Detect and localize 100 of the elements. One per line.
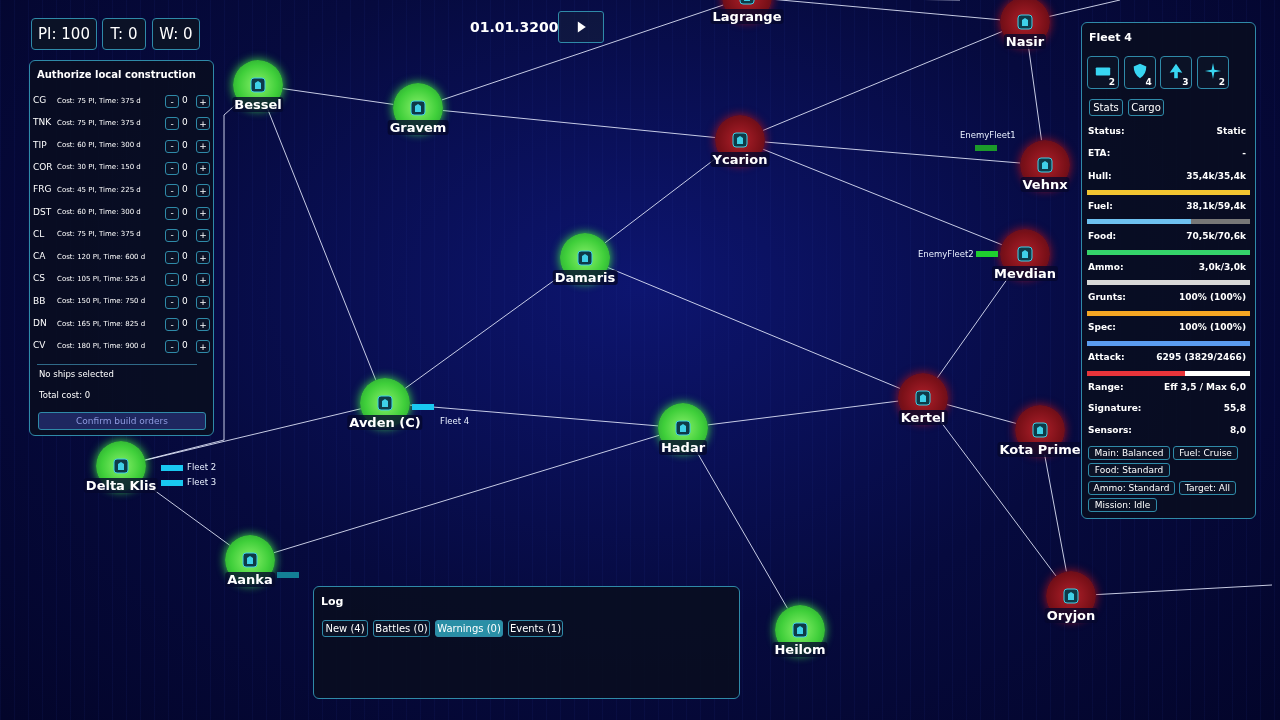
stat-name: Fuel:	[1088, 201, 1113, 211]
stat-value: 100% (100%)	[1179, 292, 1246, 302]
system-name: Oryjon	[1044, 608, 1098, 623]
stat-value: 35,4k/35,4k	[1186, 171, 1246, 181]
stat-value: 3,0k/3,0k	[1198, 262, 1246, 272]
date-text: 01.01.3200	[470, 19, 559, 35]
hyperlane-line	[762, 148, 1003, 246]
stat-name: ETA:	[1088, 148, 1111, 158]
ship-class-code: DST	[33, 206, 52, 217]
ship-class-code: CV	[33, 340, 46, 351]
decrement-button: -	[165, 340, 179, 354]
stat-name: Ammo:	[1088, 262, 1124, 272]
stat-name: Spec:	[1088, 322, 1116, 332]
stat-name: Grunts:	[1088, 292, 1126, 302]
panel-title: Log	[321, 595, 344, 608]
ship-class-button: 4	[1123, 56, 1156, 89]
hyperlane-line	[409, 404, 659, 427]
system-name: Kota Prime	[997, 442, 1083, 457]
system-name: Ycarion	[710, 152, 770, 167]
tab-button: Cargo	[1128, 99, 1164, 116]
status-text: No ships selected	[39, 369, 114, 379]
ship-class-button: 2	[1197, 56, 1230, 89]
system-name: Heilom	[772, 642, 828, 657]
system-name: Hadar	[658, 440, 708, 455]
ship-class-code: TIP	[33, 139, 47, 150]
increment-button: +	[196, 228, 210, 242]
ship-class-code: COR	[33, 161, 53, 172]
ship-class-button: 2	[1087, 56, 1119, 89]
decrement-button: -	[165, 318, 179, 331]
total-text: Total cost: 0	[39, 390, 91, 400]
setting-chip: Fuel: Cruise	[1173, 446, 1238, 460]
stat-name: Hull:	[1088, 171, 1112, 181]
stat-value: 55,8	[1223, 403, 1246, 413]
fleet-label: Fleet 3	[187, 477, 217, 487]
hyperlane-line	[607, 267, 901, 389]
system-name: Avden (C)	[347, 415, 423, 430]
tab-button: Warnings (0)	[435, 620, 503, 637]
system-name: Delta Klis	[83, 478, 159, 493]
count-value: 0	[182, 295, 188, 306]
tab-button: Stats	[1089, 99, 1123, 116]
counter-display: T: 0	[102, 18, 146, 50]
increment-button: +	[196, 184, 210, 198]
stat-value: Eff 3,5 / Max 6,0	[1164, 382, 1246, 392]
hyperlane-line	[282, 88, 394, 105]
stat-value: Static	[1216, 126, 1246, 136]
play-button	[558, 11, 604, 43]
count-value: 0	[182, 206, 188, 217]
ship-class-code: CA	[33, 251, 46, 262]
stat-name: Food:	[1088, 231, 1117, 241]
system-name: Vehnx	[1020, 177, 1070, 192]
ship-class-code: CG	[33, 95, 47, 105]
hyperlane-line	[441, 4, 724, 101]
stat-value: 70,5k/70,6k	[1186, 231, 1246, 241]
ship-class-code: FRG	[33, 184, 52, 195]
increment-button: +	[196, 161, 210, 175]
confirm-button: Confirm build orders	[38, 412, 206, 430]
hyperlane-line	[1095, 584, 1273, 596]
decrement-button: -	[165, 139, 179, 153]
setting-chip: Ammo: Standard	[1088, 481, 1175, 495]
increment-button: +	[196, 206, 210, 220]
hyperlane-line	[764, 141, 1021, 164]
decrement-button: -	[165, 228, 179, 242]
stat-name: Sensors:	[1088, 425, 1132, 435]
increment-button: +	[196, 295, 210, 309]
stat-name: Signature:	[1088, 403, 1142, 413]
count-value: 0	[182, 318, 188, 328]
ship-class-code: TNK	[33, 117, 52, 128]
setting-chip: Mission: Idle	[1088, 498, 1157, 512]
increment-button: +	[196, 273, 210, 287]
system-name: Lagrange	[710, 9, 784, 24]
count-value: 0	[182, 273, 188, 284]
count-value: 0	[182, 340, 188, 351]
stat-value: 8,0	[1230, 425, 1246, 435]
increment-button: +	[196, 318, 210, 331]
system-name: Mevdian	[992, 266, 1058, 281]
fleet-label: EnemyFleet1	[960, 130, 1016, 140]
fleet-label: EnemyFleet2	[918, 249, 974, 259]
stat-value: 38,1k/59,4k	[1186, 201, 1246, 211]
count-value: 0	[182, 251, 188, 262]
hyperlane-line	[273, 434, 660, 554]
ship-class-button: 3	[1160, 56, 1193, 89]
hyperlane-line	[946, 404, 1017, 424]
counter-display: W: 0	[152, 18, 200, 50]
hyperlane-line	[762, 31, 1003, 131]
counter-display: PI: 100	[31, 18, 97, 50]
panel-title: Authorize local construction	[37, 69, 196, 80]
increment-button: +	[196, 95, 210, 108]
increment-button: +	[196, 117, 210, 131]
count-value: 0	[182, 228, 188, 239]
count-value: 0	[182, 161, 188, 172]
increment-button: +	[196, 251, 210, 265]
hyperlane-line	[707, 400, 899, 426]
stat-value: 6295 (3829/2466)	[1156, 352, 1246, 362]
stat-name: Attack:	[1088, 352, 1125, 362]
fleet-label: Fleet 4	[440, 416, 470, 426]
setting-chip: Target: All	[1179, 481, 1236, 495]
system-name: Gravem	[387, 120, 449, 135]
hyperlane-line	[1044, 454, 1067, 572]
fleet-panel	[1081, 22, 1256, 519]
panel-title: Fleet 4	[1089, 31, 1132, 44]
